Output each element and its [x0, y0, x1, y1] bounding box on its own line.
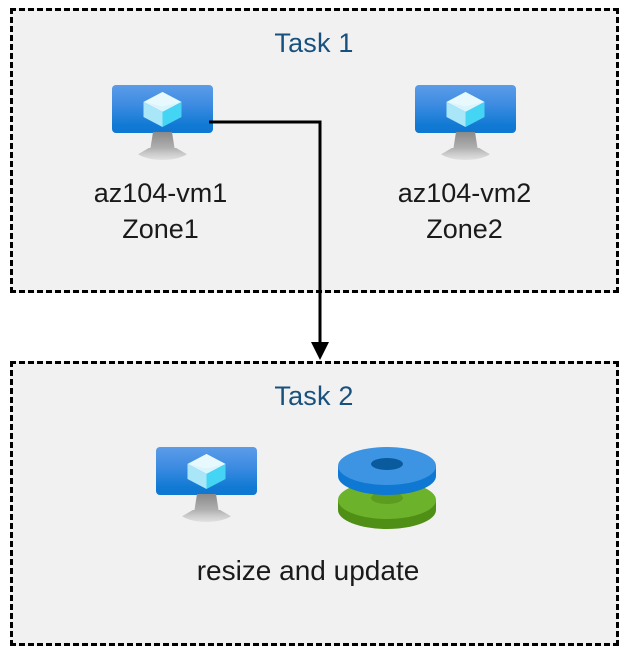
task2-caption: resize and update — [196, 555, 420, 586]
vm2-name: az104-vm2 — [397, 178, 532, 208]
cube-glyph-icon — [187, 454, 226, 489]
vm-stand-neck — [150, 132, 175, 151]
arrow-down-icon — [311, 342, 329, 360]
task2-title: Task 2 — [274, 381, 354, 411]
cube-glyph-icon — [446, 92, 485, 127]
cube-glyph-icon — [143, 92, 182, 127]
task1-title: Task 1 — [274, 28, 354, 58]
vm-stand-base — [178, 510, 235, 522]
vm1-label: az104-vm1 Zone1 — [48, 175, 273, 247]
vm-stand-neck — [453, 132, 478, 151]
vm-stand-base — [134, 148, 191, 160]
disk-blue — [338, 447, 436, 495]
vm-stand-base — [437, 148, 494, 160]
azure-managed-disks-icon — [338, 447, 436, 529]
vm2-zone: Zone2 — [426, 214, 503, 244]
azure-virtual-machine-icon — [156, 447, 257, 525]
azure-virtual-machine-icon — [112, 85, 213, 163]
task2-container — [10, 361, 619, 646]
vm-stand-neck — [194, 494, 219, 513]
vm1-name: az104-vm1 — [93, 178, 228, 208]
azure-virtual-machine-icon — [415, 85, 516, 163]
vm2-label: az104-vm2 Zone2 — [352, 175, 577, 247]
vm1-zone: Zone1 — [122, 214, 199, 244]
